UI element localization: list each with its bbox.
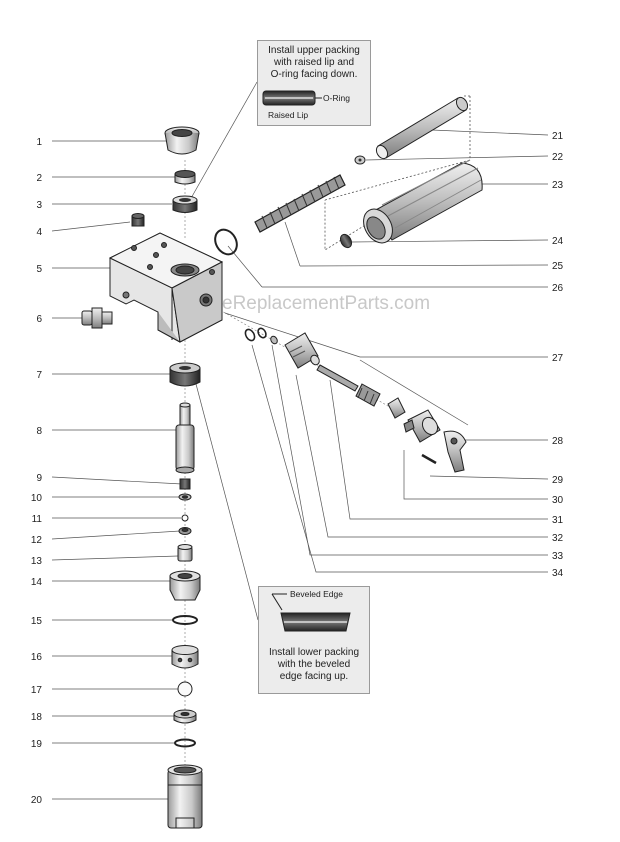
part-10	[178, 493, 192, 501]
part-17-ball	[177, 681, 193, 697]
part-4-set-screw	[131, 213, 145, 227]
part-26-o-ring	[214, 228, 238, 256]
part-16-valve-seat	[171, 645, 199, 669]
label-20: 20	[31, 795, 43, 806]
label-13: 13	[31, 556, 43, 567]
label-26: 26	[552, 283, 564, 294]
o-ring-label: O-Ring	[323, 93, 350, 103]
leader-lines	[51, 81, 549, 800]
upper-callout-line-1: Install upper packing	[268, 45, 360, 56]
label-24: 24	[552, 236, 564, 247]
label-9: 9	[36, 473, 42, 484]
part-32-washer	[270, 335, 278, 345]
lower-callout-line-3: edge facing up.	[279, 671, 349, 682]
label-8: 8	[36, 426, 42, 437]
part-2-ring	[174, 170, 196, 185]
part-valve-stem	[316, 364, 359, 392]
label-15: 15	[31, 616, 43, 627]
label-28: 28	[552, 436, 564, 447]
label-22: 22	[552, 152, 564, 163]
label-7: 7	[36, 370, 42, 381]
label-23: 23	[552, 180, 564, 191]
watermark: eReplacementParts.com	[222, 293, 430, 314]
upper-callout-line-2: with raised lip and	[273, 57, 355, 68]
label-29: 29	[552, 475, 564, 486]
part-34-o-ring	[244, 328, 256, 342]
part-nut	[387, 397, 406, 419]
label-30: 30	[552, 495, 564, 506]
label-19: 19	[31, 739, 43, 750]
part-29-pin	[421, 453, 437, 465]
label-16: 16	[31, 652, 43, 663]
label-27: 27	[552, 353, 564, 364]
part-spring-small	[355, 383, 381, 407]
part-30-trigger-base	[403, 409, 441, 443]
part-6-fitting	[81, 307, 113, 329]
part-9	[179, 478, 191, 490]
part-20-foot-valve	[167, 764, 203, 829]
part-19-o-ring	[174, 738, 196, 748]
label-34: 34	[552, 568, 564, 579]
label-31: 31	[552, 515, 564, 526]
part-11-ball	[181, 514, 189, 522]
part-13	[177, 544, 193, 562]
label-17: 17	[31, 685, 43, 696]
part-8-piston-rod	[175, 402, 195, 474]
label-14: 14	[31, 577, 43, 588]
lower-callout-line-2: with the beveled	[277, 659, 351, 670]
label-11: 11	[32, 514, 43, 525]
part-18-seat	[173, 709, 197, 724]
label-12: 12	[31, 535, 43, 546]
lower-callout-line-1: Install lower packing	[268, 647, 360, 658]
label-25: 25	[552, 261, 564, 272]
label-21: 21	[552, 131, 564, 142]
part-25-spring	[254, 174, 346, 233]
label-33: 33	[552, 551, 564, 562]
raised-lip-label: Raised Lip	[268, 110, 309, 120]
beveled-edge-label: Beveled Edge	[290, 589, 343, 599]
label-6: 6	[36, 314, 42, 325]
part-12	[178, 527, 192, 535]
upper-callout-line-3: O-ring facing down.	[270, 69, 358, 80]
label-1: 1	[36, 137, 42, 148]
part-24-filter	[339, 233, 353, 249]
part-22-washer	[354, 155, 366, 165]
right-labels: 21 22 23 24 25 26 27 28 29 30 31 32 33 3…	[552, 131, 564, 579]
label-10: 10	[31, 493, 43, 504]
part-3-upper-packing	[172, 195, 198, 213]
label-2: 2	[36, 173, 42, 184]
upper-packing-callout: Install upper packing with raised lip an…	[257, 40, 371, 126]
label-5: 5	[36, 264, 42, 275]
left-labels: 1 2 3 4 5 6 7 8 9 10 11 12 13 14 15 16 1…	[31, 137, 43, 806]
label-4: 4	[36, 227, 42, 238]
part-23-handle	[363, 159, 483, 244]
label-3: 3	[36, 200, 42, 211]
lower-packing-callout: Install lower packing with the beveled e…	[258, 586, 370, 694]
part-14-housing	[169, 570, 201, 601]
part-5-pump-block	[108, 232, 224, 343]
part-28-trigger	[443, 430, 467, 473]
part-7-lower-packing	[169, 362, 201, 387]
label-18: 18	[31, 712, 43, 723]
part-31-valve-housing	[284, 332, 320, 369]
part-21-pin	[375, 96, 469, 160]
part-33-o-ring	[257, 327, 267, 339]
label-32: 32	[552, 533, 564, 544]
part-15-o-ring	[172, 615, 198, 625]
part-1-cap	[164, 126, 200, 155]
